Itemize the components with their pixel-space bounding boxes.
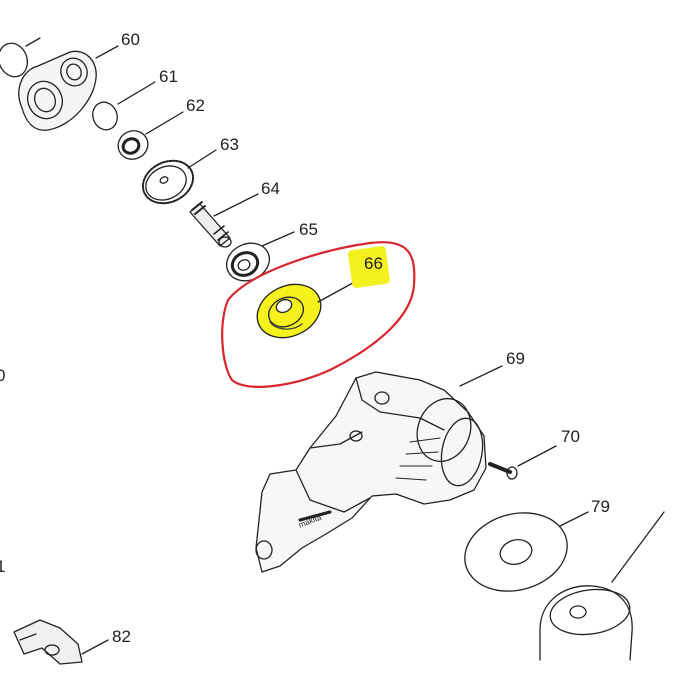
part-70-screw	[488, 462, 518, 480]
part-60-oring	[0, 42, 29, 78]
label-82: 82	[112, 627, 131, 646]
label-61: 61	[159, 67, 178, 86]
part-79-washer	[464, 512, 568, 592]
part-63-gear	[141, 159, 195, 205]
part-69-housing: makita	[255, 371, 487, 573]
leader-60-ring	[25, 37, 41, 47]
label-63: 63	[220, 135, 239, 154]
part-60-housing	[18, 50, 97, 131]
label-62: 62	[186, 96, 205, 115]
leader-69	[459, 365, 503, 387]
label-69: 69	[506, 349, 525, 368]
leader-65	[261, 231, 295, 247]
part-61-oring	[92, 101, 118, 131]
spool-head	[539, 511, 665, 661]
leader-82	[81, 639, 109, 655]
red-circle-annotation	[221, 241, 416, 388]
part-82	[13, 619, 83, 665]
label-64: 64	[261, 179, 280, 198]
leader-64	[213, 193, 259, 217]
part-66-washer-highlight	[256, 283, 322, 339]
edge-label-left-top: 0	[0, 366, 6, 385]
leader-79	[559, 511, 589, 527]
label-65: 65	[299, 220, 318, 239]
label-60: 60	[121, 30, 140, 49]
part-62-bearing	[117, 130, 149, 160]
leader-63	[187, 149, 217, 169]
leader-61	[117, 81, 156, 105]
label-66: 66	[364, 254, 383, 273]
edge-label-left-bottom: 1	[0, 557, 6, 576]
leader-62	[145, 111, 184, 135]
label-79: 79	[591, 497, 610, 516]
part-64-shaft	[189, 201, 232, 248]
leader-60	[95, 45, 119, 59]
leader-70	[517, 445, 557, 467]
label-70: 70	[561, 427, 580, 446]
label-66-highlight-marker	[348, 246, 390, 288]
